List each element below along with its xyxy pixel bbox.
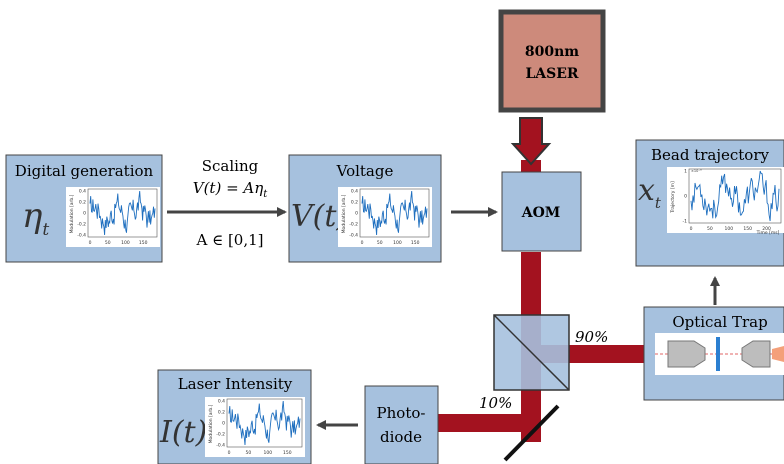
beam-splitter bbox=[493, 314, 570, 391]
plot-xlabel: Time [ms] bbox=[756, 230, 780, 236]
plot-xtick: 0 bbox=[690, 226, 693, 232]
plot-ytick: -0.2 bbox=[349, 222, 358, 228]
plot-xtick: 0 bbox=[89, 240, 92, 246]
scaling-range: A ∈ [0,1] bbox=[195, 231, 263, 249]
plot-frame bbox=[688, 168, 782, 224]
voltage-title: Voltage bbox=[336, 162, 394, 180]
plot-ytick: 0 bbox=[355, 211, 358, 217]
plot-ylabel: Modulation [arb.] bbox=[341, 194, 347, 233]
signal-trace bbox=[361, 190, 428, 236]
plot-ytick: 1 bbox=[684, 169, 687, 175]
beam-dump-mirror bbox=[503, 404, 560, 462]
optical-trap-title: Optical Trap bbox=[672, 313, 767, 331]
beam-glow bbox=[772, 346, 784, 362]
digital-generation-title: Digital generation bbox=[15, 162, 154, 180]
scaling-equation: V(t) = Aη bbox=[193, 179, 264, 197]
plot-frame bbox=[359, 188, 430, 238]
plot-ytick: -0.4 bbox=[77, 233, 86, 239]
plot-xtick: 0 bbox=[228, 450, 231, 456]
plot-xtick: 100 bbox=[724, 226, 733, 232]
plot-xtick: 200 bbox=[762, 226, 771, 232]
plot-ytick: 0.4 bbox=[351, 189, 358, 195]
x-symbol: x bbox=[638, 173, 655, 208]
plot-ytick: -0.4 bbox=[216, 443, 225, 449]
plot-ytick: 0.2 bbox=[351, 200, 358, 206]
plot-xtick: 50 bbox=[105, 240, 111, 246]
split-90-label: 90% bbox=[575, 328, 608, 346]
aom-label: AOM bbox=[521, 205, 561, 221]
plot-xtick: 100 bbox=[264, 450, 273, 456]
plot-xtick: 50 bbox=[246, 450, 252, 456]
photodiode-label-line2: diode bbox=[380, 428, 422, 446]
svg-text:ηt: ηt bbox=[22, 196, 49, 240]
plot-background bbox=[667, 167, 784, 233]
scaling-title: Scaling bbox=[202, 157, 259, 175]
plot-ytick: -0.2 bbox=[77, 222, 86, 228]
intensity-symbol: I(t) bbox=[159, 415, 207, 450]
plot-xtick: 0 bbox=[361, 240, 364, 246]
objective-left bbox=[667, 340, 706, 368]
scaling-equation-sub: t bbox=[263, 189, 268, 200]
svg-text:V(t) = Aηt: V(t) = Aηt bbox=[193, 179, 269, 200]
svg-text:xt: xt bbox=[638, 173, 662, 212]
x-subscript: t bbox=[655, 194, 662, 212]
objective-right bbox=[741, 340, 771, 368]
eta-subscript: t bbox=[42, 220, 49, 240]
plot-ytick: -0.4 bbox=[349, 233, 358, 239]
plot-xtick: 150 bbox=[743, 226, 752, 232]
plot-xtick: 150 bbox=[283, 450, 292, 456]
plot-xtick: 100 bbox=[121, 240, 130, 246]
laser-output-arrow bbox=[510, 117, 552, 166]
signal-trace bbox=[228, 400, 301, 446]
laser-label-line2: LASER bbox=[525, 66, 578, 82]
laser-source: 800nm LASER bbox=[498, 9, 606, 113]
plot-exponent: ×10⁻⁸ bbox=[691, 169, 702, 173]
plot-ytick: 0.2 bbox=[79, 200, 86, 206]
plot-xtick: 150 bbox=[139, 240, 148, 246]
eta-symbol: η bbox=[22, 196, 43, 236]
plot-xtick: 50 bbox=[707, 226, 713, 232]
plot-ytick: 0 bbox=[83, 211, 86, 217]
plot-ytick: 0.4 bbox=[218, 399, 225, 405]
aom-box: AOM bbox=[501, 171, 582, 252]
sample-slide bbox=[716, 337, 720, 371]
split-10-label: 10% bbox=[479, 394, 512, 412]
signal-trace bbox=[89, 190, 156, 236]
optical-trap-panel: Optical Trap bbox=[643, 306, 784, 401]
plot-xtick: 50 bbox=[377, 240, 383, 246]
photodiode-label-line1: Photo- bbox=[377, 404, 426, 422]
plot-ytick: 0.2 bbox=[218, 410, 225, 416]
plot-ytick: 0 bbox=[222, 421, 225, 427]
plot-ytick: -0.2 bbox=[216, 432, 225, 438]
plot-ylabel: Trajectory [m] bbox=[670, 181, 676, 214]
plot-xtick: 150 bbox=[411, 240, 420, 246]
plot-frame bbox=[87, 188, 158, 238]
plot-ytick: 0.4 bbox=[79, 189, 86, 195]
plot-frame bbox=[226, 398, 303, 448]
plot-ylabel: Modulation [arb.] bbox=[69, 194, 75, 233]
laser-intensity-title: Laser Intensity bbox=[178, 375, 293, 393]
photodiode-box: Photo- diode bbox=[364, 385, 439, 464]
plot-ytick: 0 bbox=[684, 194, 687, 200]
plot-ylabel: Modulation [arb.] bbox=[208, 404, 214, 443]
plot-ytick: -1 bbox=[683, 219, 688, 225]
signal-trace bbox=[690, 170, 780, 222]
plot-xtick: 100 bbox=[393, 240, 402, 246]
laser-label-line1: 800nm bbox=[525, 44, 579, 60]
bead-trajectory-title: Bead trajectory bbox=[651, 146, 770, 164]
